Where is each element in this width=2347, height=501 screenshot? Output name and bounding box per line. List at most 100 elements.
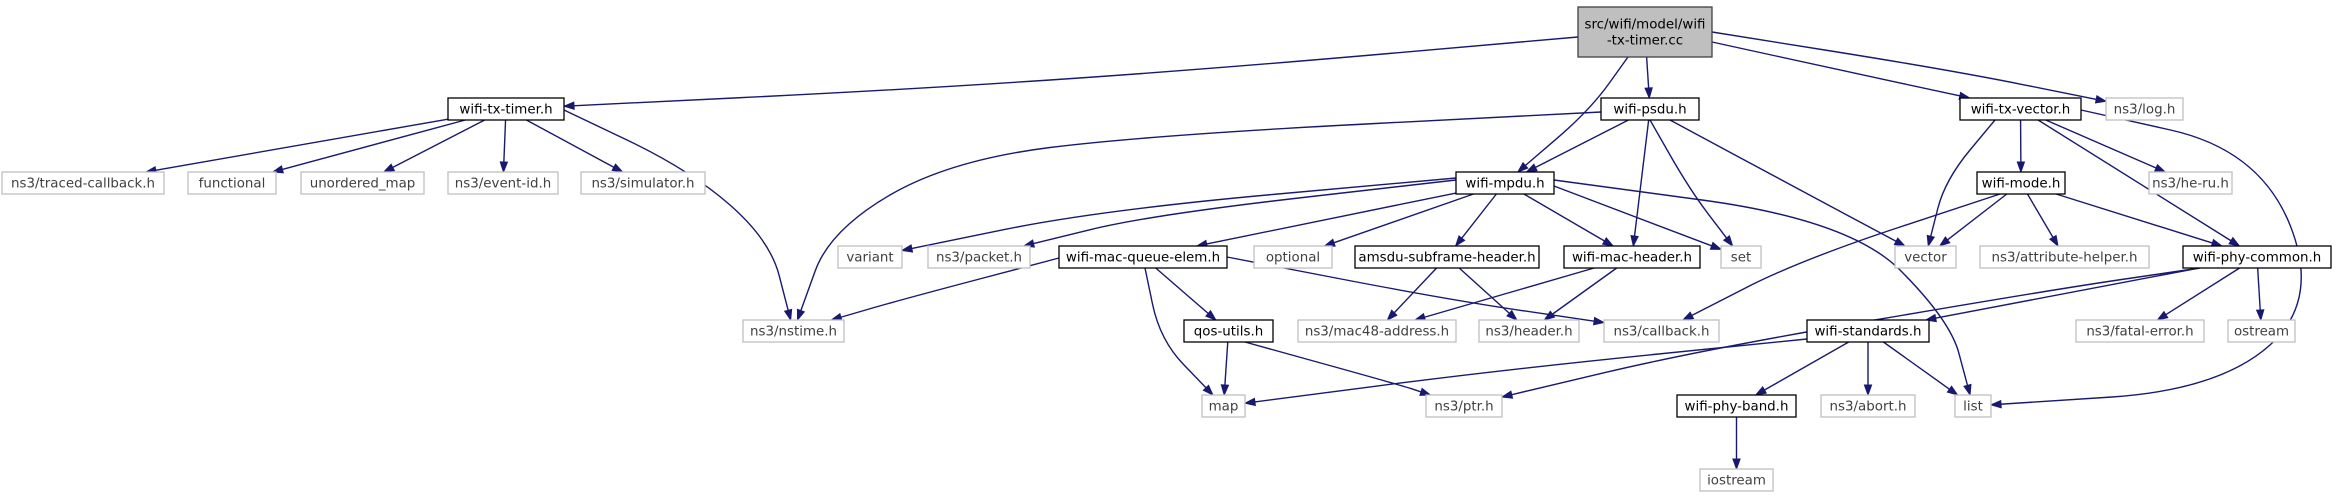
arrowhead-icon [1709, 241, 1723, 250]
edge-line [572, 36, 1579, 107]
node-box [1976, 171, 2066, 195]
edge-mpdu-to-list [1553, 179, 1972, 397]
node-phyband[interactable]: wifi-phy-band.h [1676, 394, 1797, 418]
node-box [1354, 245, 1540, 269]
edge-line [154, 118, 449, 172]
edge-mpdu-to-macheader [1523, 193, 1615, 247]
arrowhead-icon [1963, 383, 1972, 397]
node-root[interactable]: src/wifi/model/wifi-tx-timer.cc [1577, 6, 1713, 58]
arrowhead-icon [900, 244, 914, 253]
node-label: wifi-standards.h [1814, 325, 1921, 340]
edge-line [2026, 193, 2055, 239]
edge-macheader-to-header [1543, 267, 1618, 321]
node-traced: ns3/traced-callback.h [1, 171, 165, 195]
arrowhead-icon [1202, 384, 1214, 397]
arrowhead-icon [1938, 236, 1951, 247]
arrowhead-icon [1732, 458, 1741, 471]
node-amsdu[interactable]: amsdu-subframe-header.h [1354, 245, 1540, 269]
arrowhead-icon [2255, 309, 2265, 322]
node-label: src/wifi/model/wifi [1585, 18, 1706, 33]
node-txvector[interactable]: wifi-tx-vector.h [1959, 97, 2082, 121]
node-psdu[interactable]: wifi-psdu.h [1600, 97, 1700, 121]
arrowhead-icon [1989, 399, 2002, 409]
arrowhead-icon [2048, 234, 2059, 248]
arrowhead-icon [1754, 386, 1768, 396]
node-label: ns3/abort.h [1830, 400, 1907, 415]
node-box [1954, 394, 1992, 418]
node-box [2227, 319, 2296, 343]
node-box [2148, 171, 2233, 195]
arrowhead-icon [1454, 235, 1466, 248]
node-box [2075, 319, 2205, 343]
arrowhead-icon [1506, 309, 1518, 321]
edge-queueelem-to-callback [1226, 256, 1606, 326]
node-ostream: ostream [2227, 319, 2296, 343]
arrowhead-icon [271, 165, 284, 174]
edge-line [1460, 193, 1497, 240]
node-phycommon[interactable]: wifi-phy-common.h [2182, 245, 2332, 269]
node-label: wifi-psdu.h [1613, 103, 1686, 118]
node-label: ns3/he-ru.h [2152, 177, 2229, 192]
node-mpdu[interactable]: wifi-mpdu.h [1455, 171, 1555, 195]
node-map: map [1201, 394, 1246, 418]
node-vector: vector [1894, 245, 1957, 269]
edge-amsdu-to-header [1458, 267, 1518, 321]
node-macheader[interactable]: wifi-mac-header.h [1563, 245, 1701, 269]
arrowhead-icon [382, 163, 396, 173]
node-label: ns3/attribute-helper.h [1992, 251, 2138, 266]
node-list: list [1954, 394, 1992, 418]
edge-phyband-to-iostream [1732, 417, 1741, 471]
node-standards[interactable]: wifi-standards.h [1806, 319, 1930, 343]
node-label: ns3/log.h [2114, 103, 2176, 118]
node-box [1, 171, 165, 195]
edge-psdu-to-mpdu [1525, 119, 1629, 173]
edge-txvector-to-list [1989, 109, 2302, 409]
node-box [1894, 245, 1957, 269]
edge-line [526, 119, 616, 169]
node-label: functional [199, 177, 266, 192]
edge-txtimer-to-umap [382, 119, 485, 173]
edge-line [1934, 267, 2200, 320]
node-fatal: ns3/fatal-error.h [2075, 319, 2205, 343]
edge-mpdu-to-amsdu [1454, 193, 1497, 248]
edge-line [1423, 267, 1595, 319]
node-label: ns3/event-id.h [455, 177, 551, 192]
node-txtimer[interactable]: wifi-tx-timer.h [447, 97, 565, 121]
edge-line [1032, 179, 1457, 245]
node-box [1600, 97, 1700, 121]
edge-mpdu-to-set [1553, 185, 1723, 250]
edge-line [1690, 193, 2001, 317]
edge-line [799, 111, 1602, 312]
edge-mode-to-callback [1681, 193, 2001, 321]
node-label: wifi-mode.h [1982, 177, 2061, 192]
edge-txtimer-to-eventid [499, 119, 509, 174]
node-label: map [1209, 400, 1239, 415]
edge-line [1523, 193, 1606, 243]
edge-line [1999, 109, 2302, 405]
node-heru: ns3/he-ru.h [2148, 171, 2233, 195]
node-box [1603, 319, 1720, 343]
node-mode[interactable]: wifi-mode.h [1976, 171, 2066, 195]
node-label: vector [1904, 251, 1947, 266]
edge-line [2045, 119, 2158, 170]
edge-line [503, 119, 507, 164]
node-attrhelper: ns3/attribute-helper.h [1979, 245, 2150, 269]
edge-line [1553, 185, 1713, 247]
arrowhead-icon [2153, 163, 2167, 173]
arrowhead-icon [1386, 309, 1398, 322]
node-qos[interactable]: qos-utils.h [1183, 319, 1274, 343]
arrowhead-icon [1926, 234, 1936, 248]
arrowhead-icon [1323, 238, 1336, 247]
node-label: ns3/traced-callback.h [11, 177, 155, 192]
node-box [1297, 319, 1457, 343]
node-box [1253, 245, 1333, 269]
arrowhead-icon [1630, 235, 1639, 248]
arrowhead-icon [1525, 163, 1538, 173]
arrowhead-icon [1946, 385, 1959, 396]
edge-root-to-txtimer [562, 36, 1579, 111]
node-queueelem[interactable]: wifi-mac-queue-elem.h [1058, 245, 1228, 269]
edge-line [1946, 193, 2008, 242]
node-label: ns3/nstime.h [750, 325, 837, 340]
edge-psdu-to-set [1649, 119, 1734, 248]
